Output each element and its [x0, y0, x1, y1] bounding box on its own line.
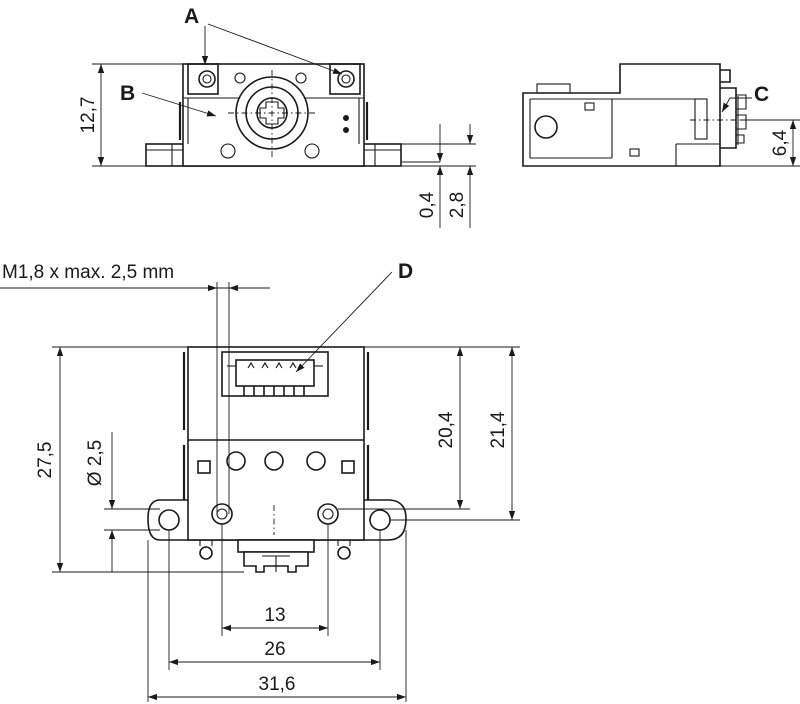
callout-a-leader-right: [207, 23, 343, 75]
callout-c-label: C: [754, 83, 769, 106]
dim-height-21-label: 21,4: [488, 411, 509, 448]
dim-total-height-label: 27,5: [35, 442, 56, 479]
front-view: A B 12,7 0,4 2,8: [78, 5, 476, 228]
dim-hole-diameter-label: Ø 2,5: [85, 440, 106, 486]
plan-view: D M1,8 x max. 2,5 mm: [0, 260, 520, 702]
dim-width-31-label: 31,6: [259, 674, 296, 695]
dim-front-height-label: 12,7: [78, 97, 99, 134]
dim-width-26-label: 26: [264, 639, 285, 660]
dim-width-13-label: 13: [264, 605, 285, 626]
callout-a-label: A: [184, 5, 199, 28]
callout-d-label: D: [398, 260, 413, 283]
callout-d-leader: [295, 271, 393, 373]
connector-housing: [221, 351, 329, 397]
callout-b-label: B: [120, 82, 135, 105]
screw-right-icon: [337, 70, 355, 88]
dim-height-20-label: 20,4: [436, 411, 457, 448]
dim-side-height-label: 6,4: [770, 129, 791, 156]
thread-note: M1,8 x max. 2,5 mm: [2, 262, 174, 283]
side-body: [522, 63, 721, 167]
screw-left-icon: [198, 70, 216, 88]
dim-standoff-label: 0,4: [417, 191, 438, 218]
dim-flange-height-label: 2,8: [447, 192, 468, 218]
callout-b-leader: [141, 92, 217, 117]
side-hole-icon: [534, 115, 558, 139]
side-view: C 6,4: [522, 63, 800, 167]
connector-socket: [235, 359, 315, 387]
callout-c-leader: [721, 97, 731, 113]
